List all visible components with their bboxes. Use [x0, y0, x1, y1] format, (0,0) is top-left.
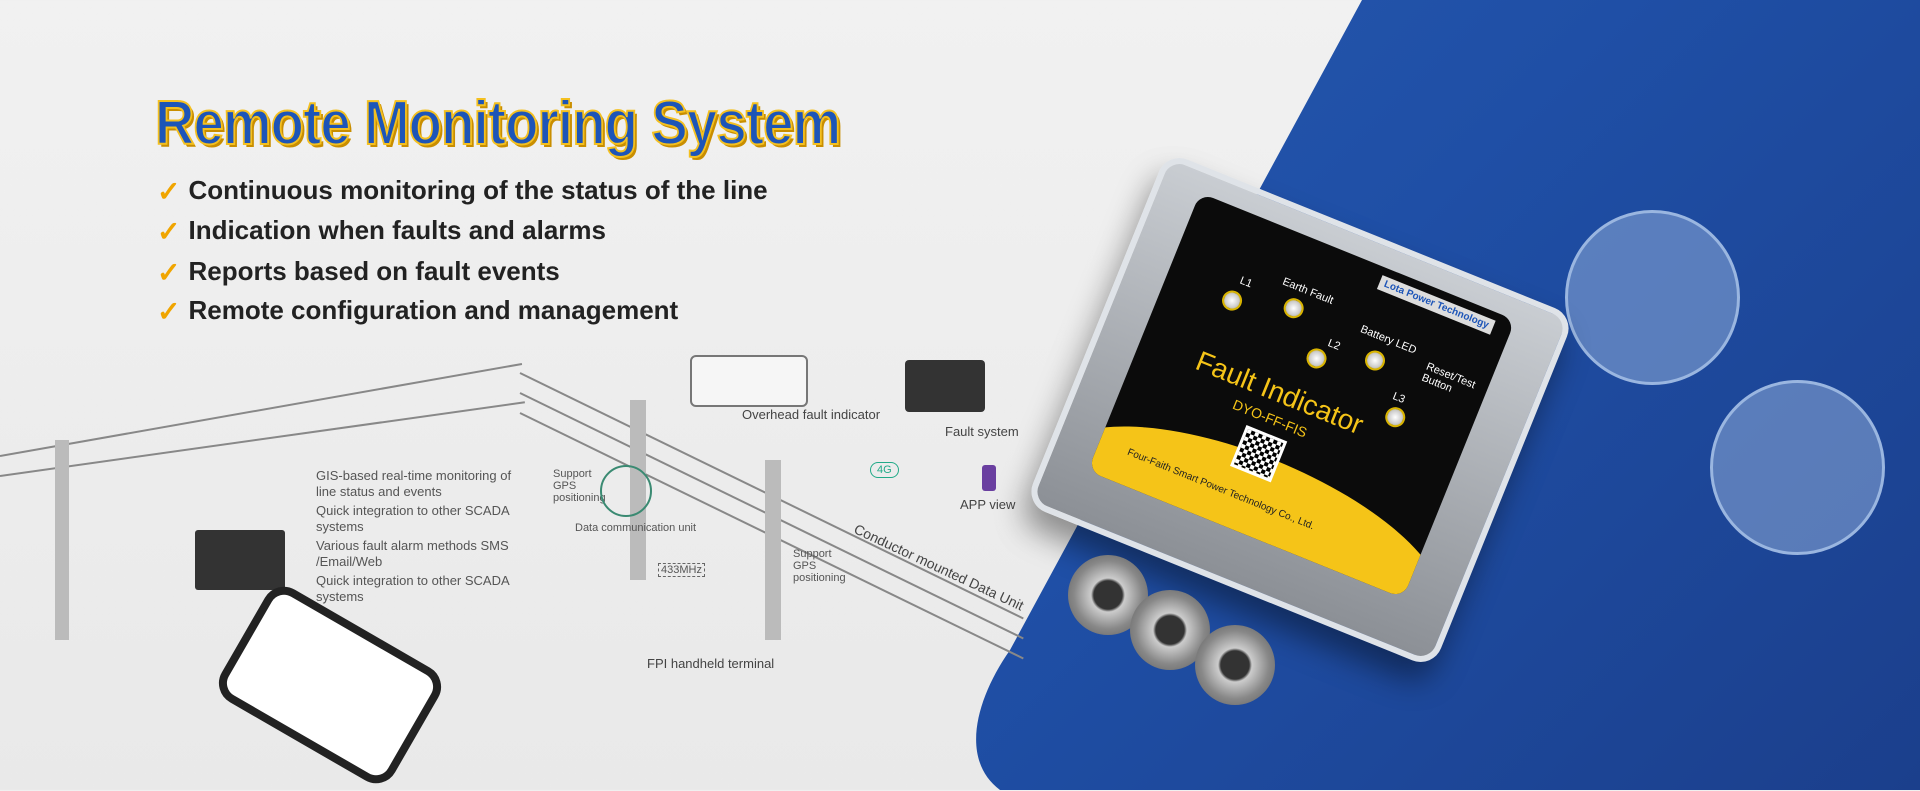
- gis-point: Quick integration to other SCADA systems: [316, 503, 509, 534]
- brand-logo: Lota Power Technology: [1376, 275, 1496, 335]
- battery-led: [1361, 347, 1389, 374]
- feature-text: Indication when faults and alarms: [188, 215, 606, 245]
- cable-gland: [1195, 625, 1275, 705]
- laptop-image: [195, 530, 285, 590]
- check-icon: ✓: [157, 216, 181, 247]
- feature-text: Reports based on fault events: [188, 256, 560, 286]
- l1-led: [1219, 287, 1246, 314]
- feature-text: Remote configuration and management: [188, 295, 679, 325]
- frequency-label: 433MHz: [658, 563, 705, 577]
- gps-support-label: Support GPS positioning: [553, 468, 606, 504]
- utility-pole: [765, 460, 781, 640]
- data-unit-circle: [600, 465, 652, 517]
- l2-label: L2: [1326, 337, 1342, 353]
- utility-pole: [55, 440, 69, 640]
- feature-text: Continuous monitoring of the status of t…: [188, 175, 768, 205]
- feature-item: ✓Remote configuration and management: [157, 295, 678, 328]
- gis-point: GIS-based real-time monitoring of line s…: [316, 468, 512, 499]
- gis-point: Various fault alarm methods SMS /Email/W…: [316, 538, 509, 569]
- laptop-image: [905, 360, 985, 412]
- l3-led: [1382, 404, 1409, 431]
- data-comm-unit-label: Data communication unit: [575, 522, 697, 534]
- check-icon: ✓: [157, 176, 181, 207]
- gis-feature-list: GIS-based real-time monitoring of line s…: [316, 468, 516, 608]
- smartphone-image: [210, 578, 450, 791]
- 4g-cloud-icon: 4G: [870, 462, 899, 478]
- l1-label: L1: [1238, 274, 1254, 291]
- phone-icon: [982, 465, 996, 491]
- battery-led-label: Battery LED: [1358, 323, 1419, 357]
- gis-point: Quick integration to other SCADA systems: [316, 573, 509, 604]
- fault-system-label: Fault system: [945, 424, 1019, 439]
- power-line: [0, 362, 523, 457]
- indicator-closeup-circle: [1565, 210, 1740, 385]
- app-view-label: APP view: [960, 497, 1016, 512]
- gps-support-label: Support GPS positioning: [793, 548, 846, 584]
- handheld-terminal-label: FPI handheld terminal: [647, 656, 775, 671]
- page-title: Remote Monitoring System: [154, 88, 842, 159]
- check-icon: ✓: [157, 257, 181, 288]
- device-closeup-circle: [1710, 380, 1885, 555]
- feature-item: ✓Indication when faults and alarms: [157, 215, 606, 248]
- reset-button-label: Reset/Test Button: [1419, 360, 1478, 395]
- l2-led: [1303, 345, 1330, 372]
- l3-label: L3: [1390, 390, 1407, 406]
- fault-indicator-image-box: [690, 355, 808, 407]
- feature-item: ✓Continuous monitoring of the status of …: [157, 175, 768, 208]
- overhead-fault-indicator-label: Overhead fault indicator: [742, 407, 881, 422]
- earth-fault-led: [1280, 295, 1307, 322]
- check-icon: ✓: [157, 296, 181, 327]
- power-line: [0, 401, 525, 477]
- feature-item: ✓Reports based on fault events: [157, 256, 560, 289]
